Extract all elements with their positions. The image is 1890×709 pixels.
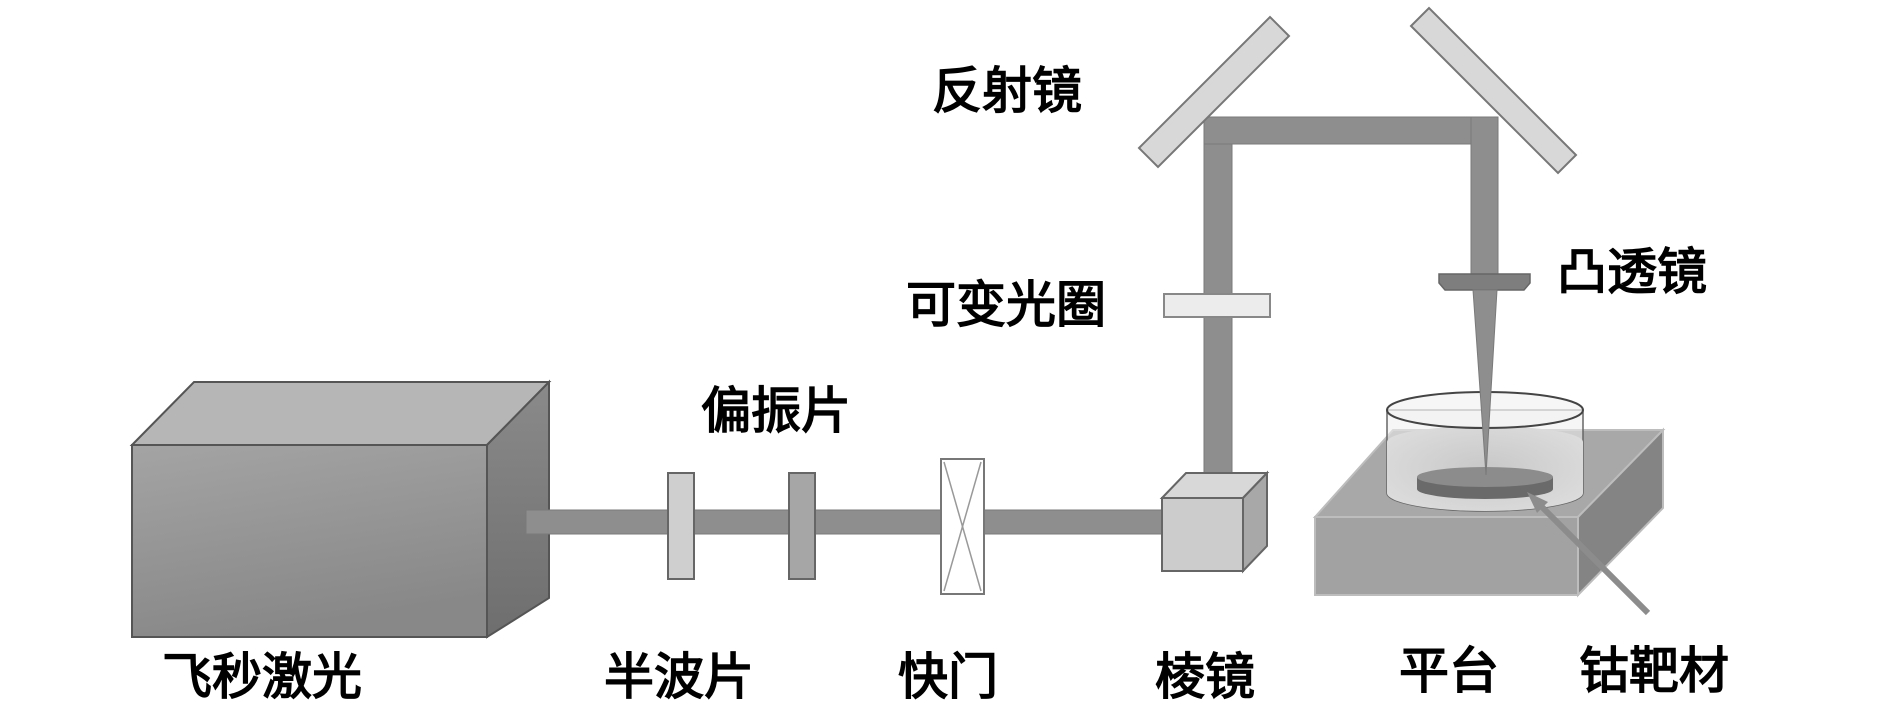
mirror-left (1137, 15, 1291, 169)
femtosecond-laser-box (129, 379, 552, 639)
half-wave-plate (667, 472, 695, 580)
label-aperture: 可变光圈 (906, 275, 1106, 334)
prism-cube (1159, 470, 1270, 574)
label-polarizer: 偏振片 (701, 381, 851, 440)
horizontal-laser-beam (525, 509, 1167, 535)
laser-front-face (131, 444, 488, 638)
shutter (940, 458, 985, 595)
label-half-wave-plate: 半波片 (604, 647, 754, 706)
label-convex-lens: 凸透镜 (1557, 242, 1707, 301)
prism-front-face (1161, 497, 1244, 572)
top-laser-beam (1203, 116, 1499, 145)
shutter-cross-line (943, 461, 982, 592)
label-femtosecond-laser: 飞秒激光 (162, 647, 362, 706)
platform-front-face (1314, 516, 1579, 596)
label-cobalt-target: 钴靶材 (1579, 641, 1729, 700)
target-top (1417, 467, 1553, 487)
cobalt-target-disc (1417, 467, 1553, 499)
convex-lens (1438, 273, 1531, 291)
target-pointer-arrow (1532, 497, 1651, 616)
label-prism: 棱镜 (1155, 647, 1255, 706)
label-mirror: 反射镜 (932, 61, 1082, 120)
arrow-head-icon (1527, 492, 1548, 513)
label-shutter: 快门 (898, 647, 998, 706)
focused-beam-cone (1472, 289, 1498, 476)
polarizer (788, 472, 816, 580)
vertical-laser-beam-right (1470, 116, 1499, 275)
variable-aperture (1163, 293, 1271, 318)
label-platform: 平台 (1399, 641, 1499, 700)
mirror-right (1409, 6, 1578, 175)
laser-top-face (129, 381, 552, 446)
